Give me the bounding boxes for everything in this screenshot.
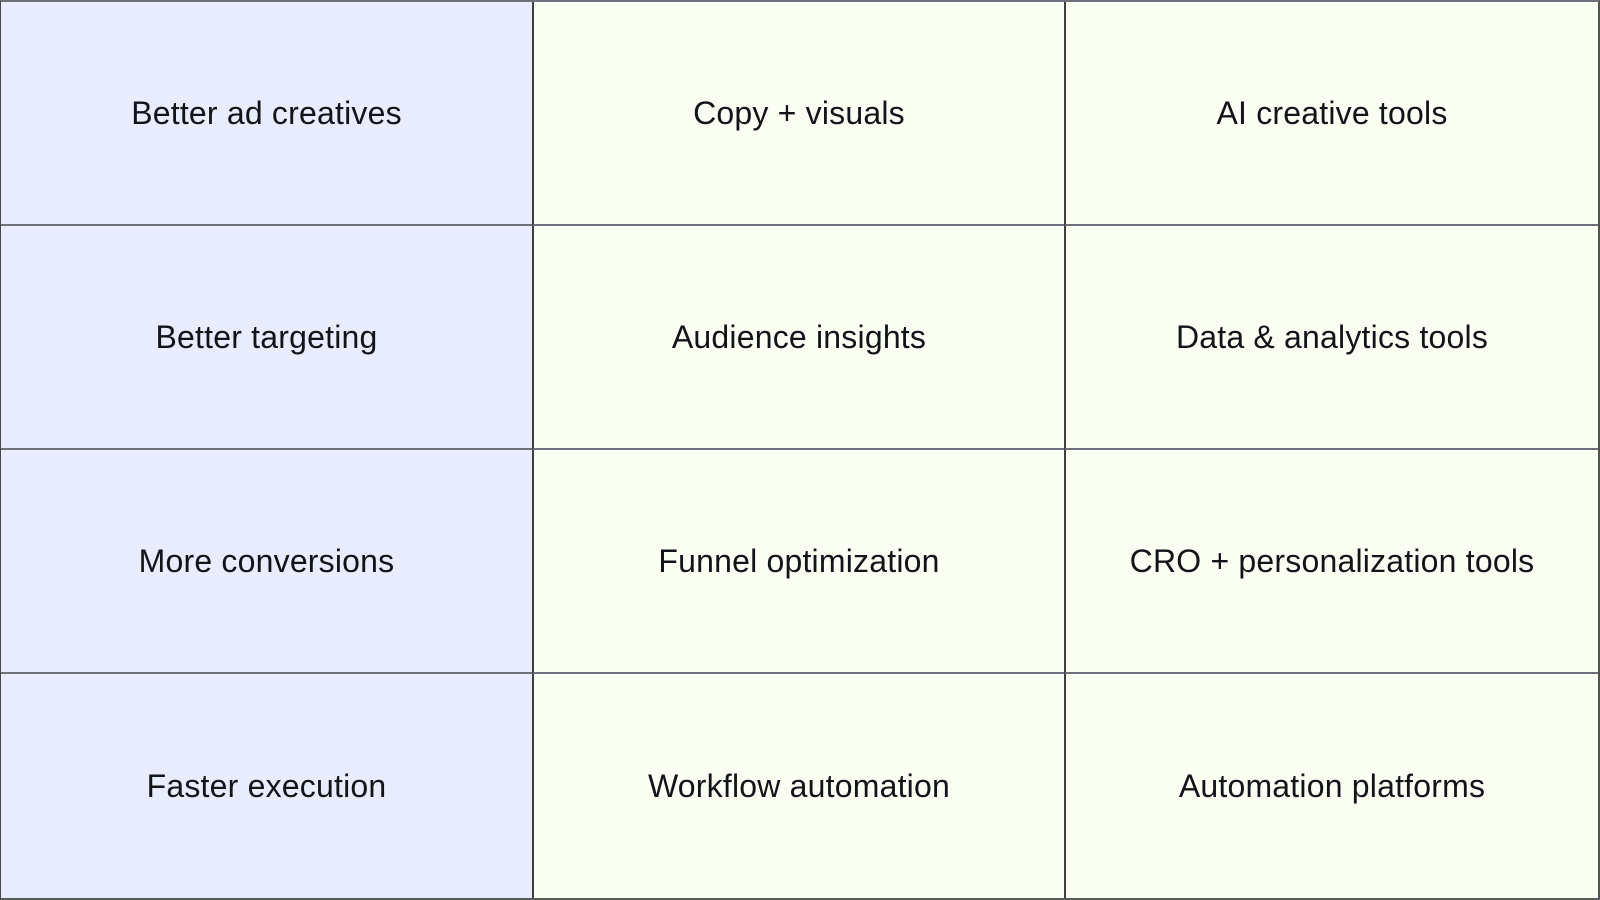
cell-goal: Faster execution bbox=[1, 674, 532, 898]
cell-focus: Funnel optimization bbox=[532, 450, 1064, 674]
cell-tools: Data & analytics tools bbox=[1064, 226, 1598, 450]
cell-tools: Automation platforms bbox=[1064, 674, 1598, 898]
cell-focus: Audience insights bbox=[532, 226, 1064, 450]
cell-tools: AI creative tools bbox=[1064, 2, 1598, 226]
cell-goal: Better ad creatives bbox=[1, 2, 532, 226]
cell-focus: Workflow automation bbox=[532, 674, 1064, 898]
cell-goal: More conversions bbox=[1, 450, 532, 674]
cell-tools: CRO + personalization tools bbox=[1064, 450, 1598, 674]
cell-focus: Copy + visuals bbox=[532, 2, 1064, 226]
cell-goal: Better targeting bbox=[1, 226, 532, 450]
